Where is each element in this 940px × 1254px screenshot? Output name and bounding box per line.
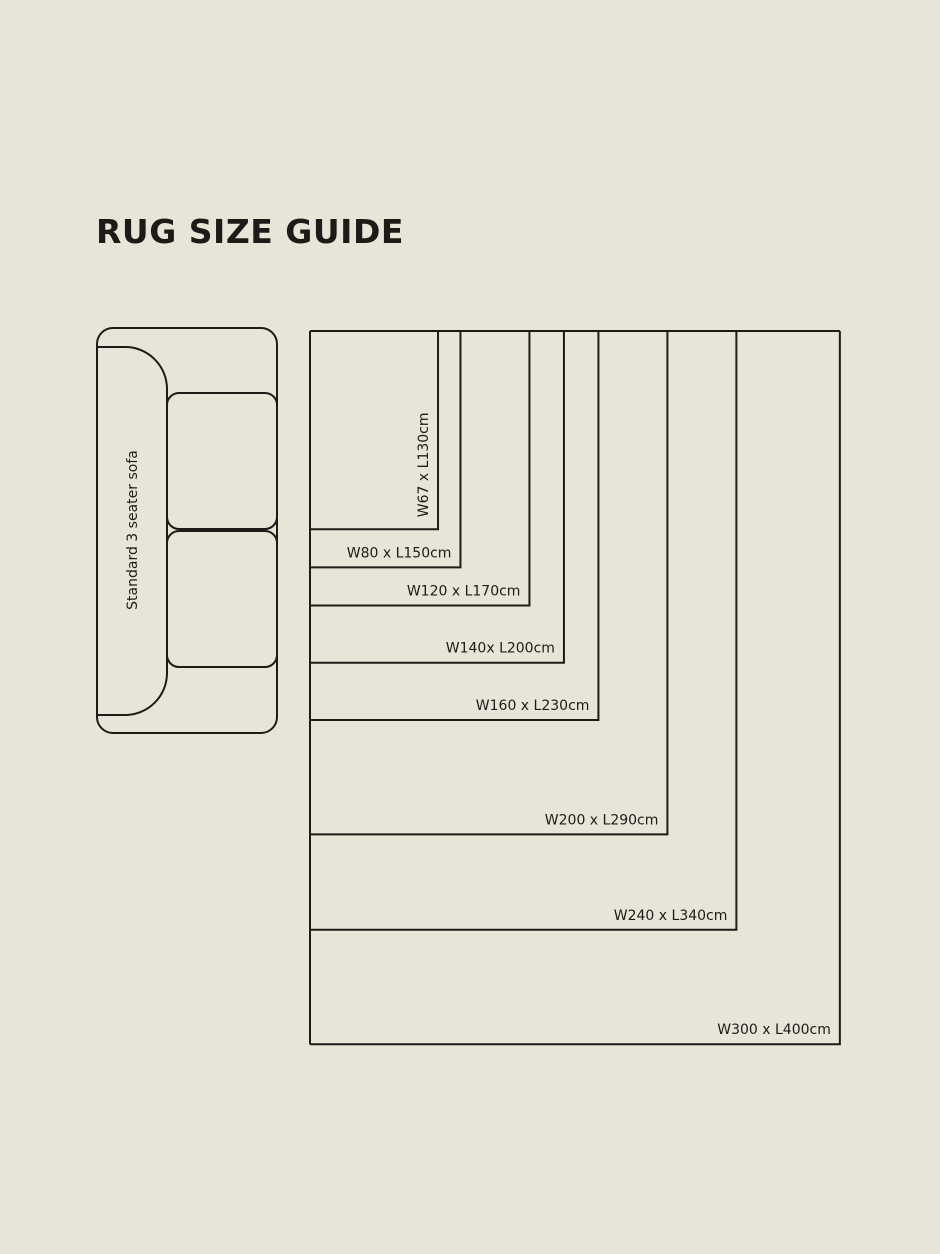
rug-outline [310,331,531,607]
rug-outline [310,331,669,836]
rug-outline [310,331,565,664]
rug-size-label: W67 x L130cm [416,412,432,517]
sofa-label: Standard 3 seater sofa [125,450,141,610]
sofa-cushion-2 [166,530,278,668]
rug-outline [310,331,738,931]
rug-size-label: W160 x L230cm [476,698,590,714]
sofa-frame [96,327,278,734]
sofa-outline [96,327,278,734]
rug-outline [310,331,841,1046]
rug-outline [310,331,600,721]
rug-size-label: W80 x L150cm [347,545,452,561]
rug-outline [310,331,440,531]
rug-size-label: W240 x L340cm [614,908,728,924]
rug-size-label: W200 x L290cm [545,812,659,828]
rug-size-label: W300 x L400cm [717,1022,831,1038]
rug-outline [310,331,462,569]
sofa-armrest-backrest [97,346,168,716]
sofa-cushion-1 [166,392,278,530]
page-title: RUG SIZE GUIDE [96,212,404,251]
rug-size-label: W120 x L170cm [407,583,521,599]
rug-size-label: W140x L200cm [446,641,555,657]
